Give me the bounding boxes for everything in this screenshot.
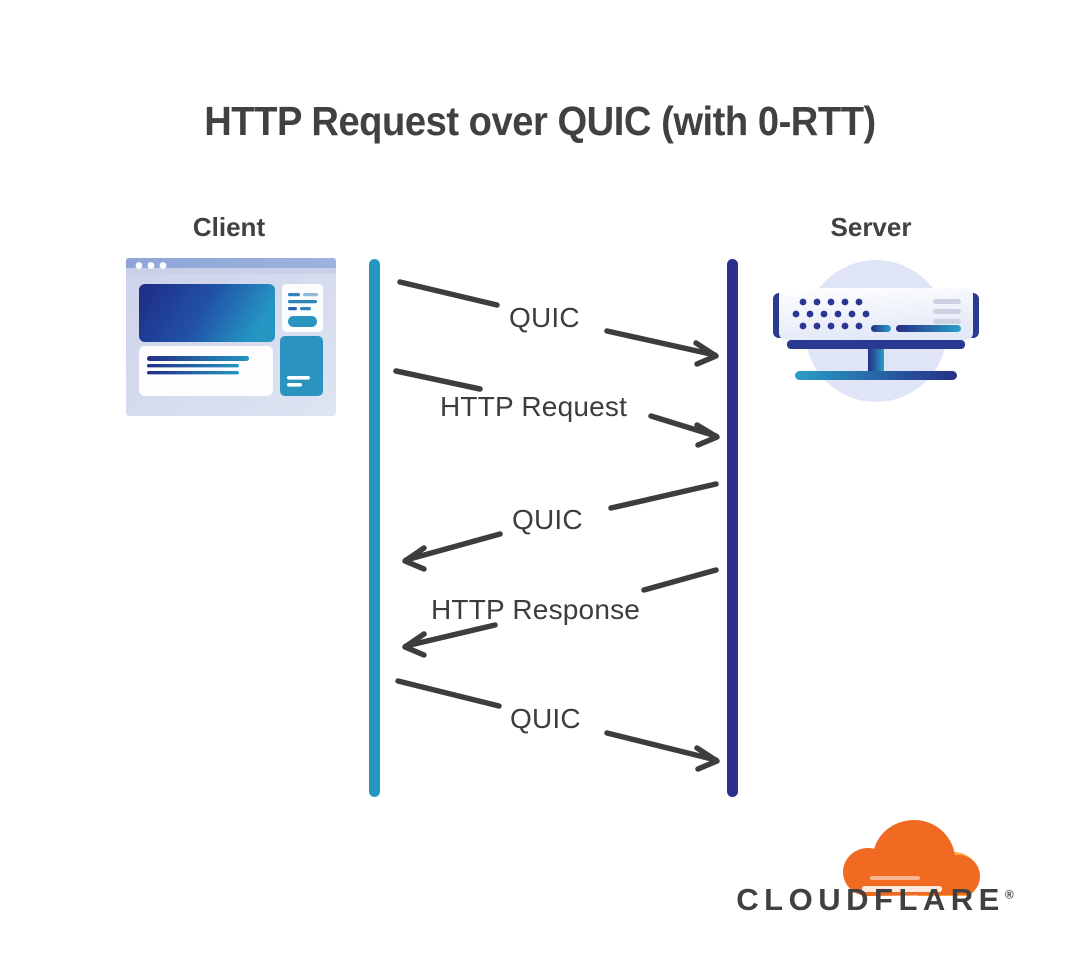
registered-trademark-symbol: ® [1004,887,1014,902]
client-lifeline [369,259,380,797]
message-label-1: QUIC [509,302,580,333]
server-heading: Server [830,212,912,242]
browser-window-icon [126,258,336,416]
cloudflare-wordmark: CLOUDFLARE® [736,882,1014,918]
client-heading: Client [192,212,266,242]
cloudflare-cloud-logo [843,820,980,896]
server-rack-icon [773,260,979,402]
server-lifeline [727,259,738,797]
message-label-2: HTTP Request [440,391,628,422]
cloudflare-wordmark-text: CLOUDFLARE [736,882,1005,917]
page-title: HTTP Request over QUIC (with 0-RTT) [204,98,876,144]
message-label-5: QUIC [510,703,581,734]
message-label-4: HTTP Response [431,594,641,625]
message-label-3: QUIC [512,504,583,535]
